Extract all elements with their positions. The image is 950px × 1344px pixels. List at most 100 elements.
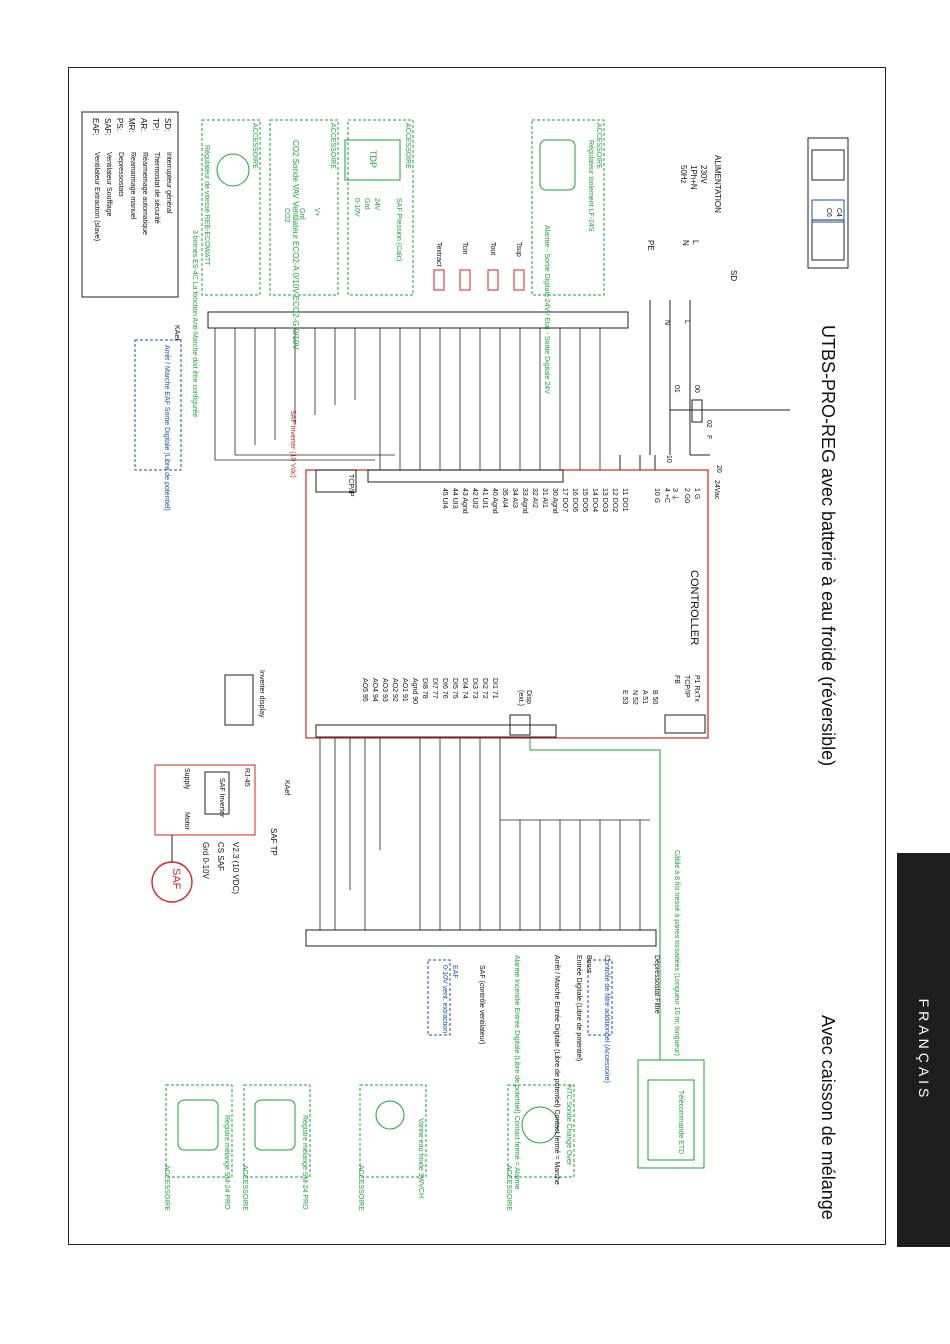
acc-bot-3-name: Vanne eau froide 3WVCH bbox=[417, 1118, 424, 1199]
ctrl-r-93: AO3 93 bbox=[381, 678, 388, 702]
acc-bot-tag-2: ACCESSOIRE bbox=[505, 1165, 512, 1211]
wire-10: 10 bbox=[665, 455, 672, 463]
ctrl-t-43: 43 Agnd bbox=[461, 488, 468, 514]
alarm-5: Arrêt / Marche Entrée Digitale (Libre de… bbox=[553, 955, 560, 1185]
legend-desc-2: Thermostat de sécurité bbox=[153, 152, 160, 224]
language-tab: FRANÇAIS bbox=[897, 853, 950, 1247]
acc-top-2-pin2: Grd bbox=[298, 208, 305, 220]
acc-top-3-note: SAF Pression (Calc) bbox=[395, 198, 402, 262]
acc-bot-4-name: Registre mélange SM-24 PRO bbox=[301, 1115, 308, 1210]
ctrl-r-92: AO2 92 bbox=[391, 678, 398, 702]
ctrl-t-45: 45 UI4 bbox=[441, 488, 448, 509]
legend-code-1: SD: bbox=[163, 118, 172, 132]
remote-cable bbox=[529, 738, 661, 1060]
grd-label: Grd 0-10V bbox=[201, 842, 210, 879]
ctrl-t-41: 41 UI1 bbox=[481, 488, 488, 509]
rj45-label: RJ-45 bbox=[243, 768, 250, 787]
acc-top-1-name: Régulateur de vitesse REB-ECOWATT bbox=[203, 145, 210, 266]
top-accessory-icons bbox=[216, 139, 576, 191]
ctrl-t-16: 16 DO6 bbox=[571, 488, 578, 513]
wire-f: F bbox=[705, 435, 712, 440]
ctrl-t-44: 44 UI3 bbox=[451, 488, 458, 509]
acc-top-4-name: Régulateur Isolement LF-24S bbox=[587, 140, 594, 232]
legend-code-5: PS: bbox=[115, 118, 124, 131]
ctrl-top-1: 1 G bbox=[693, 488, 700, 500]
top-accessories bbox=[201, 119, 605, 296]
saf-ctrl: SAF (contrôle ventilateur) bbox=[478, 965, 485, 1045]
legend-code-7: EAF: bbox=[91, 118, 100, 136]
acc-tag-1: ACCESSOIRE bbox=[251, 123, 258, 169]
sensor-textract: Textract bbox=[435, 242, 442, 267]
ctrl-comm-n: N 52 bbox=[631, 690, 638, 705]
bottom-terminal-block bbox=[305, 929, 657, 947]
wire-02: 02 bbox=[705, 420, 712, 428]
wire-00: 00 bbox=[693, 385, 700, 393]
blue-boxes bbox=[134, 339, 613, 1036]
ctrl-t-13: 13 DO3 bbox=[601, 488, 608, 513]
legend-box bbox=[81, 111, 179, 298]
kaef-label: KAef bbox=[173, 325, 180, 341]
legend-code-3: AR: bbox=[139, 118, 148, 132]
ctrl-t-34: 34 AI3 bbox=[511, 488, 518, 508]
acc-bot-2-name: NTC Sonde Change Over bbox=[565, 1085, 572, 1166]
acc-top-3-name: TDP bbox=[368, 150, 378, 168]
controller-ext: (ext.) bbox=[517, 690, 524, 706]
ctrl-r-74: DI4 74 bbox=[461, 678, 468, 699]
ctrl-r-73: DI3 73 bbox=[471, 678, 478, 699]
acc-bot-tag-5: ACCESSOIRE bbox=[163, 1165, 170, 1211]
motor-label: Motor bbox=[183, 812, 190, 830]
ctrl-r-76: DI6 76 bbox=[441, 678, 448, 699]
breaker-blue bbox=[811, 199, 845, 223]
bottom-accessories bbox=[165, 1084, 575, 1178]
wire-n: N bbox=[663, 320, 670, 326]
ctrl-t-32: 32 AI2 bbox=[531, 488, 538, 508]
ctrl-top-4: 4 +C bbox=[663, 488, 670, 503]
controller-disp: Disp bbox=[525, 690, 532, 705]
top-terminal-block bbox=[207, 311, 629, 329]
l-label: L bbox=[691, 240, 700, 245]
eaf-label: EAF bbox=[451, 965, 458, 979]
ctrl-t-35: 35 AI4 bbox=[501, 488, 508, 508]
ctrl-t-40: 40 Agnd bbox=[491, 488, 498, 514]
ctrl-fb: FB bbox=[673, 675, 680, 684]
alarm-3: Boost bbox=[585, 955, 592, 973]
acc-bot-tag-4: ACCESSOIRE bbox=[241, 1165, 248, 1211]
n-label: N bbox=[681, 240, 690, 246]
sensor-tsup: Tsup bbox=[515, 242, 522, 257]
alarm-4: Entrée Digitale (Libre de potentiel) bbox=[575, 955, 582, 1062]
wire-20: 20 bbox=[715, 465, 722, 473]
controller-right-rail bbox=[315, 724, 557, 738]
ctrl-comm-a: A 51 bbox=[641, 690, 648, 705]
saf-fan-label: SAF bbox=[170, 868, 182, 890]
acc-top-3-pin1: 24V bbox=[373, 198, 380, 211]
alarm-1: Dépressostat Filtre bbox=[653, 955, 660, 1014]
ctrl-t-42: 42 UI2 bbox=[471, 488, 478, 509]
alim-ph: 1Ph+N bbox=[689, 165, 698, 190]
ctrl-t-31: 31 AI1 bbox=[541, 488, 548, 508]
acc-top-2-pin3: CO2 bbox=[283, 208, 290, 223]
legend-desc-5: Depressostats bbox=[117, 152, 124, 197]
v23-label: V2.3 (10 VDC) bbox=[231, 842, 240, 895]
legend-desc-7: Ventilateur Extraction (slave) bbox=[93, 152, 100, 242]
supply-label: Supply bbox=[183, 768, 190, 790]
diagram-frame bbox=[68, 67, 886, 1245]
saf-tp-label: SAF TP bbox=[269, 828, 278, 856]
bottom-accessory-icons bbox=[177, 1099, 559, 1151]
alim-label: ALIMENTATION bbox=[713, 155, 722, 213]
legend-code-6: SAF: bbox=[103, 118, 112, 136]
disp-port bbox=[509, 714, 531, 736]
ext-port bbox=[664, 714, 706, 734]
acc-top-2-pin1: V+ bbox=[313, 208, 320, 217]
ctrl-r-94: AO4 94 bbox=[371, 678, 378, 702]
ctrl-t-17: 17 DO7 bbox=[561, 488, 568, 513]
sensor-tout: Tout bbox=[489, 242, 496, 256]
top-wires bbox=[214, 328, 601, 470]
ctrl-r-72: DI2 72 bbox=[481, 678, 488, 699]
ctrl-t-15: 15 DO5 bbox=[581, 488, 588, 513]
acc-top-1-note: 3 bornes ES-4C La fonction Anti-Marche d… bbox=[191, 230, 198, 418]
ctrl-t-33: 33 Agnd bbox=[521, 488, 528, 514]
legend-desc-4: Reamarmage manuel bbox=[129, 152, 136, 220]
eaf-desc: 0-10V vent. extraction bbox=[441, 965, 448, 1034]
acc-top-4-note: Alarme - Sortie Digitale 24V / Etat - So… bbox=[543, 225, 550, 394]
